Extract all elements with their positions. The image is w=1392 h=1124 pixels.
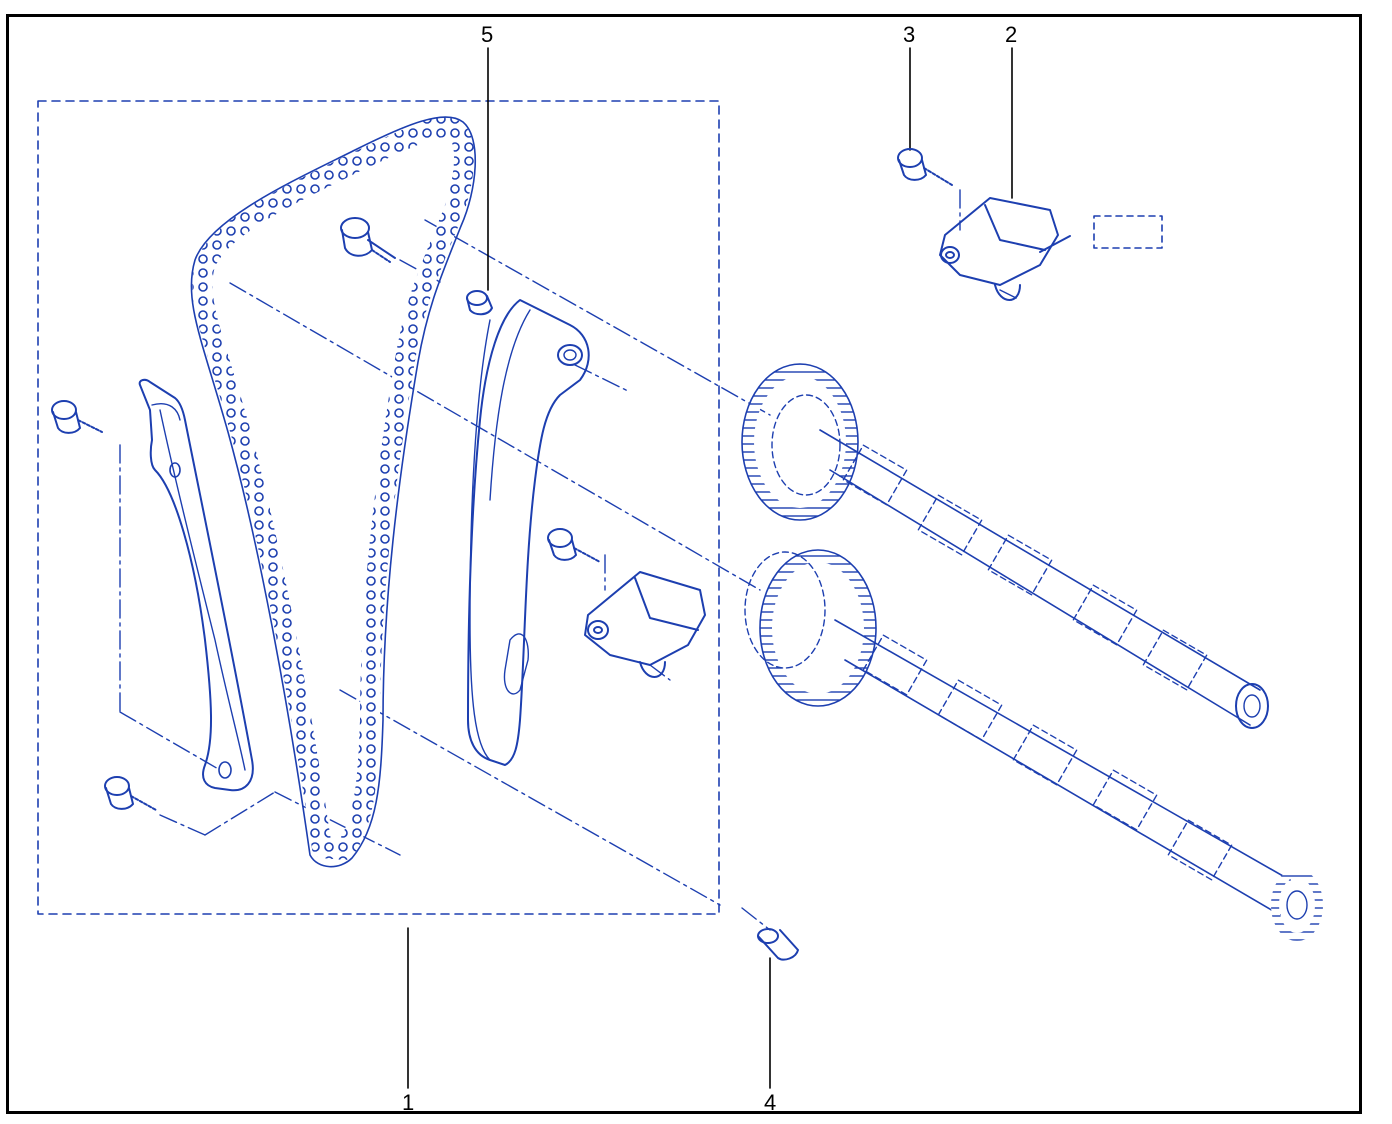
camshaft-lower bbox=[744, 549, 1323, 941]
guide-bolt-hole-lower bbox=[218, 761, 232, 779]
chain-tensioner-lower bbox=[584, 571, 706, 678]
chain-tensioner-upper bbox=[939, 197, 1071, 301]
guide-bolt-upper bbox=[51, 400, 103, 434]
pivot-bolt bbox=[340, 217, 396, 263]
guide-bolt-lower bbox=[104, 776, 157, 811]
timing-chain-outline-outer bbox=[190, 116, 477, 868]
tensioner-bolt-lower bbox=[547, 528, 601, 563]
reference-box bbox=[1093, 215, 1163, 249]
diagram-frame bbox=[6, 14, 1362, 1114]
callout-3: 3 bbox=[903, 22, 916, 47]
callout-4: 4 bbox=[764, 1090, 777, 1115]
cam-sprocket-lower bbox=[760, 550, 876, 706]
dowel-pin-upper bbox=[466, 290, 493, 316]
callout-2: 2 bbox=[1005, 22, 1018, 47]
callout-1: 1 bbox=[402, 1090, 415, 1115]
tensioner-guide-rail bbox=[467, 299, 590, 766]
kit-boundary bbox=[37, 100, 720, 915]
fixed-guide-rail bbox=[138, 378, 254, 792]
tensioner-bolt bbox=[897, 148, 953, 186]
dowel-pin-lower bbox=[757, 928, 799, 961]
tensioner-guide-pivot bbox=[557, 344, 583, 366]
guide-bolt-hole-upper bbox=[169, 462, 181, 478]
callout-5: 5 bbox=[481, 22, 494, 47]
timing-chain bbox=[192, 117, 474, 860]
camshaft-upper bbox=[741, 363, 1269, 729]
leader-lines bbox=[407, 47, 1013, 1089]
cam-sprocket-upper bbox=[742, 364, 858, 520]
